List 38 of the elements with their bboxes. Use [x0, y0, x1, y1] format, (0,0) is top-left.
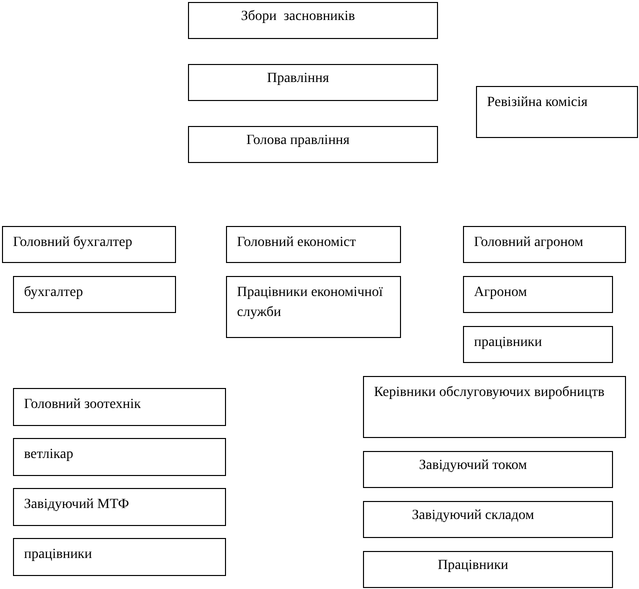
box-label: ветлікар: [24, 446, 74, 464]
org-box: [13, 438, 226, 476]
org-box: [188, 64, 438, 101]
box-label: працівники: [24, 546, 93, 564]
box-label: Ревізійна комісія: [487, 94, 589, 112]
org-box: [2, 226, 176, 263]
box-label: Завідуючий МТФ: [24, 496, 130, 514]
box-label: Головний агроном: [474, 234, 584, 252]
box-label: Голова правління: [245, 132, 351, 150]
org-box: [188, 126, 438, 163]
org-box: [13, 388, 226, 426]
org-box: [363, 376, 626, 438]
box-label: Головний бухгалтер: [13, 234, 134, 252]
box-label: Працівники: [436, 557, 510, 575]
box-label: Працівники економічної служби: [237, 284, 384, 322]
org-box: [13, 488, 226, 526]
org-box: [463, 276, 613, 313]
box-label: Головний зоотехнік: [24, 396, 142, 414]
box-label: працівники: [474, 334, 543, 352]
org-box: [476, 86, 638, 138]
org-box: [463, 226, 626, 263]
box-label: Керівники обслуговуючих виробництв: [374, 384, 606, 402]
org-box: [13, 276, 176, 313]
org-box: [363, 501, 613, 538]
org-box: [226, 276, 401, 338]
box-label: Головний економіст: [237, 234, 357, 252]
box-label: Завідуючий складом: [410, 507, 536, 525]
box-label: Агроном: [474, 284, 528, 302]
org-box: [363, 451, 613, 488]
org-box: [226, 226, 401, 263]
box-label: бухгалтер: [24, 284, 84, 302]
box-label: Правління: [266, 70, 330, 88]
org-box: [13, 538, 226, 576]
org-box: [463, 326, 613, 363]
box-label: Завідуючий током: [418, 457, 528, 475]
box-label: Збори засновників: [240, 8, 356, 26]
org-box: [188, 2, 438, 39]
org-box: [363, 551, 613, 588]
